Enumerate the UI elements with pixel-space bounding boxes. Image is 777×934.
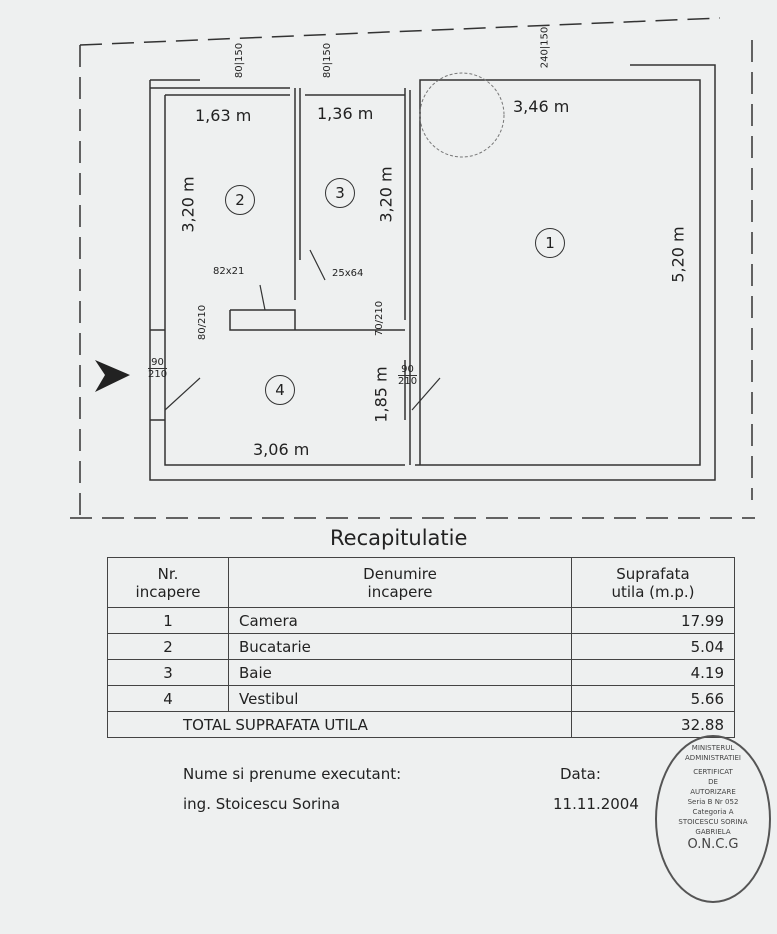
executant-label: Nume si prenume executant: <box>183 765 402 783</box>
room-number-3: 3 <box>325 178 355 208</box>
vent-label-room3: 25x64 <box>332 268 364 279</box>
executant-name: ing. Stoicescu Sorina <box>183 795 341 813</box>
dim-room3-height: 3,20 m <box>376 166 396 223</box>
dim-room1-height: 5,20 m <box>668 226 688 283</box>
door-label-room2: 80/210 <box>197 304 209 341</box>
date-value: 11.11.2004 <box>553 795 639 813</box>
dim-room1-width: 3,46 m <box>513 97 570 116</box>
stamp-bottom-text: O.N.C.G <box>687 837 739 852</box>
dim-room2-height: 3,20 m <box>178 176 198 233</box>
table-header-row: Nr. incapere Denumire incapere Suprafata… <box>107 557 735 608</box>
entrance-arrow-icon <box>95 360 130 392</box>
window-label-1: 240|150 <box>539 26 551 69</box>
summary-title: Recapitulatie <box>330 526 468 550</box>
room-number-1: 1 <box>535 228 565 258</box>
date-label: Data: <box>560 765 601 783</box>
dim-room4-width: 3,06 m <box>253 440 310 459</box>
dim-room3-width: 1,36 m <box>317 104 374 123</box>
vent-label-room2: 82x21 <box>213 266 245 277</box>
window-label-3: 80|150 <box>322 42 334 79</box>
window-label-2: 80|150 <box>234 42 246 79</box>
stamp-seal-top <box>419 72 505 158</box>
dim-room2-width: 1,63 m <box>195 106 252 125</box>
dim-room4-height: 1,85 m <box>371 366 391 423</box>
door-label-room3: 70/210 <box>374 300 386 337</box>
room-number-2: 2 <box>225 185 255 215</box>
room-number-4: 4 <box>265 375 295 405</box>
summary-table: Nr. incapere Denumire incapere Suprafata… <box>107 557 735 738</box>
stamp-ring-text: MINISTERUL ADMINISTRATIEI <box>685 744 741 762</box>
floor-plan-drawing <box>70 17 755 520</box>
